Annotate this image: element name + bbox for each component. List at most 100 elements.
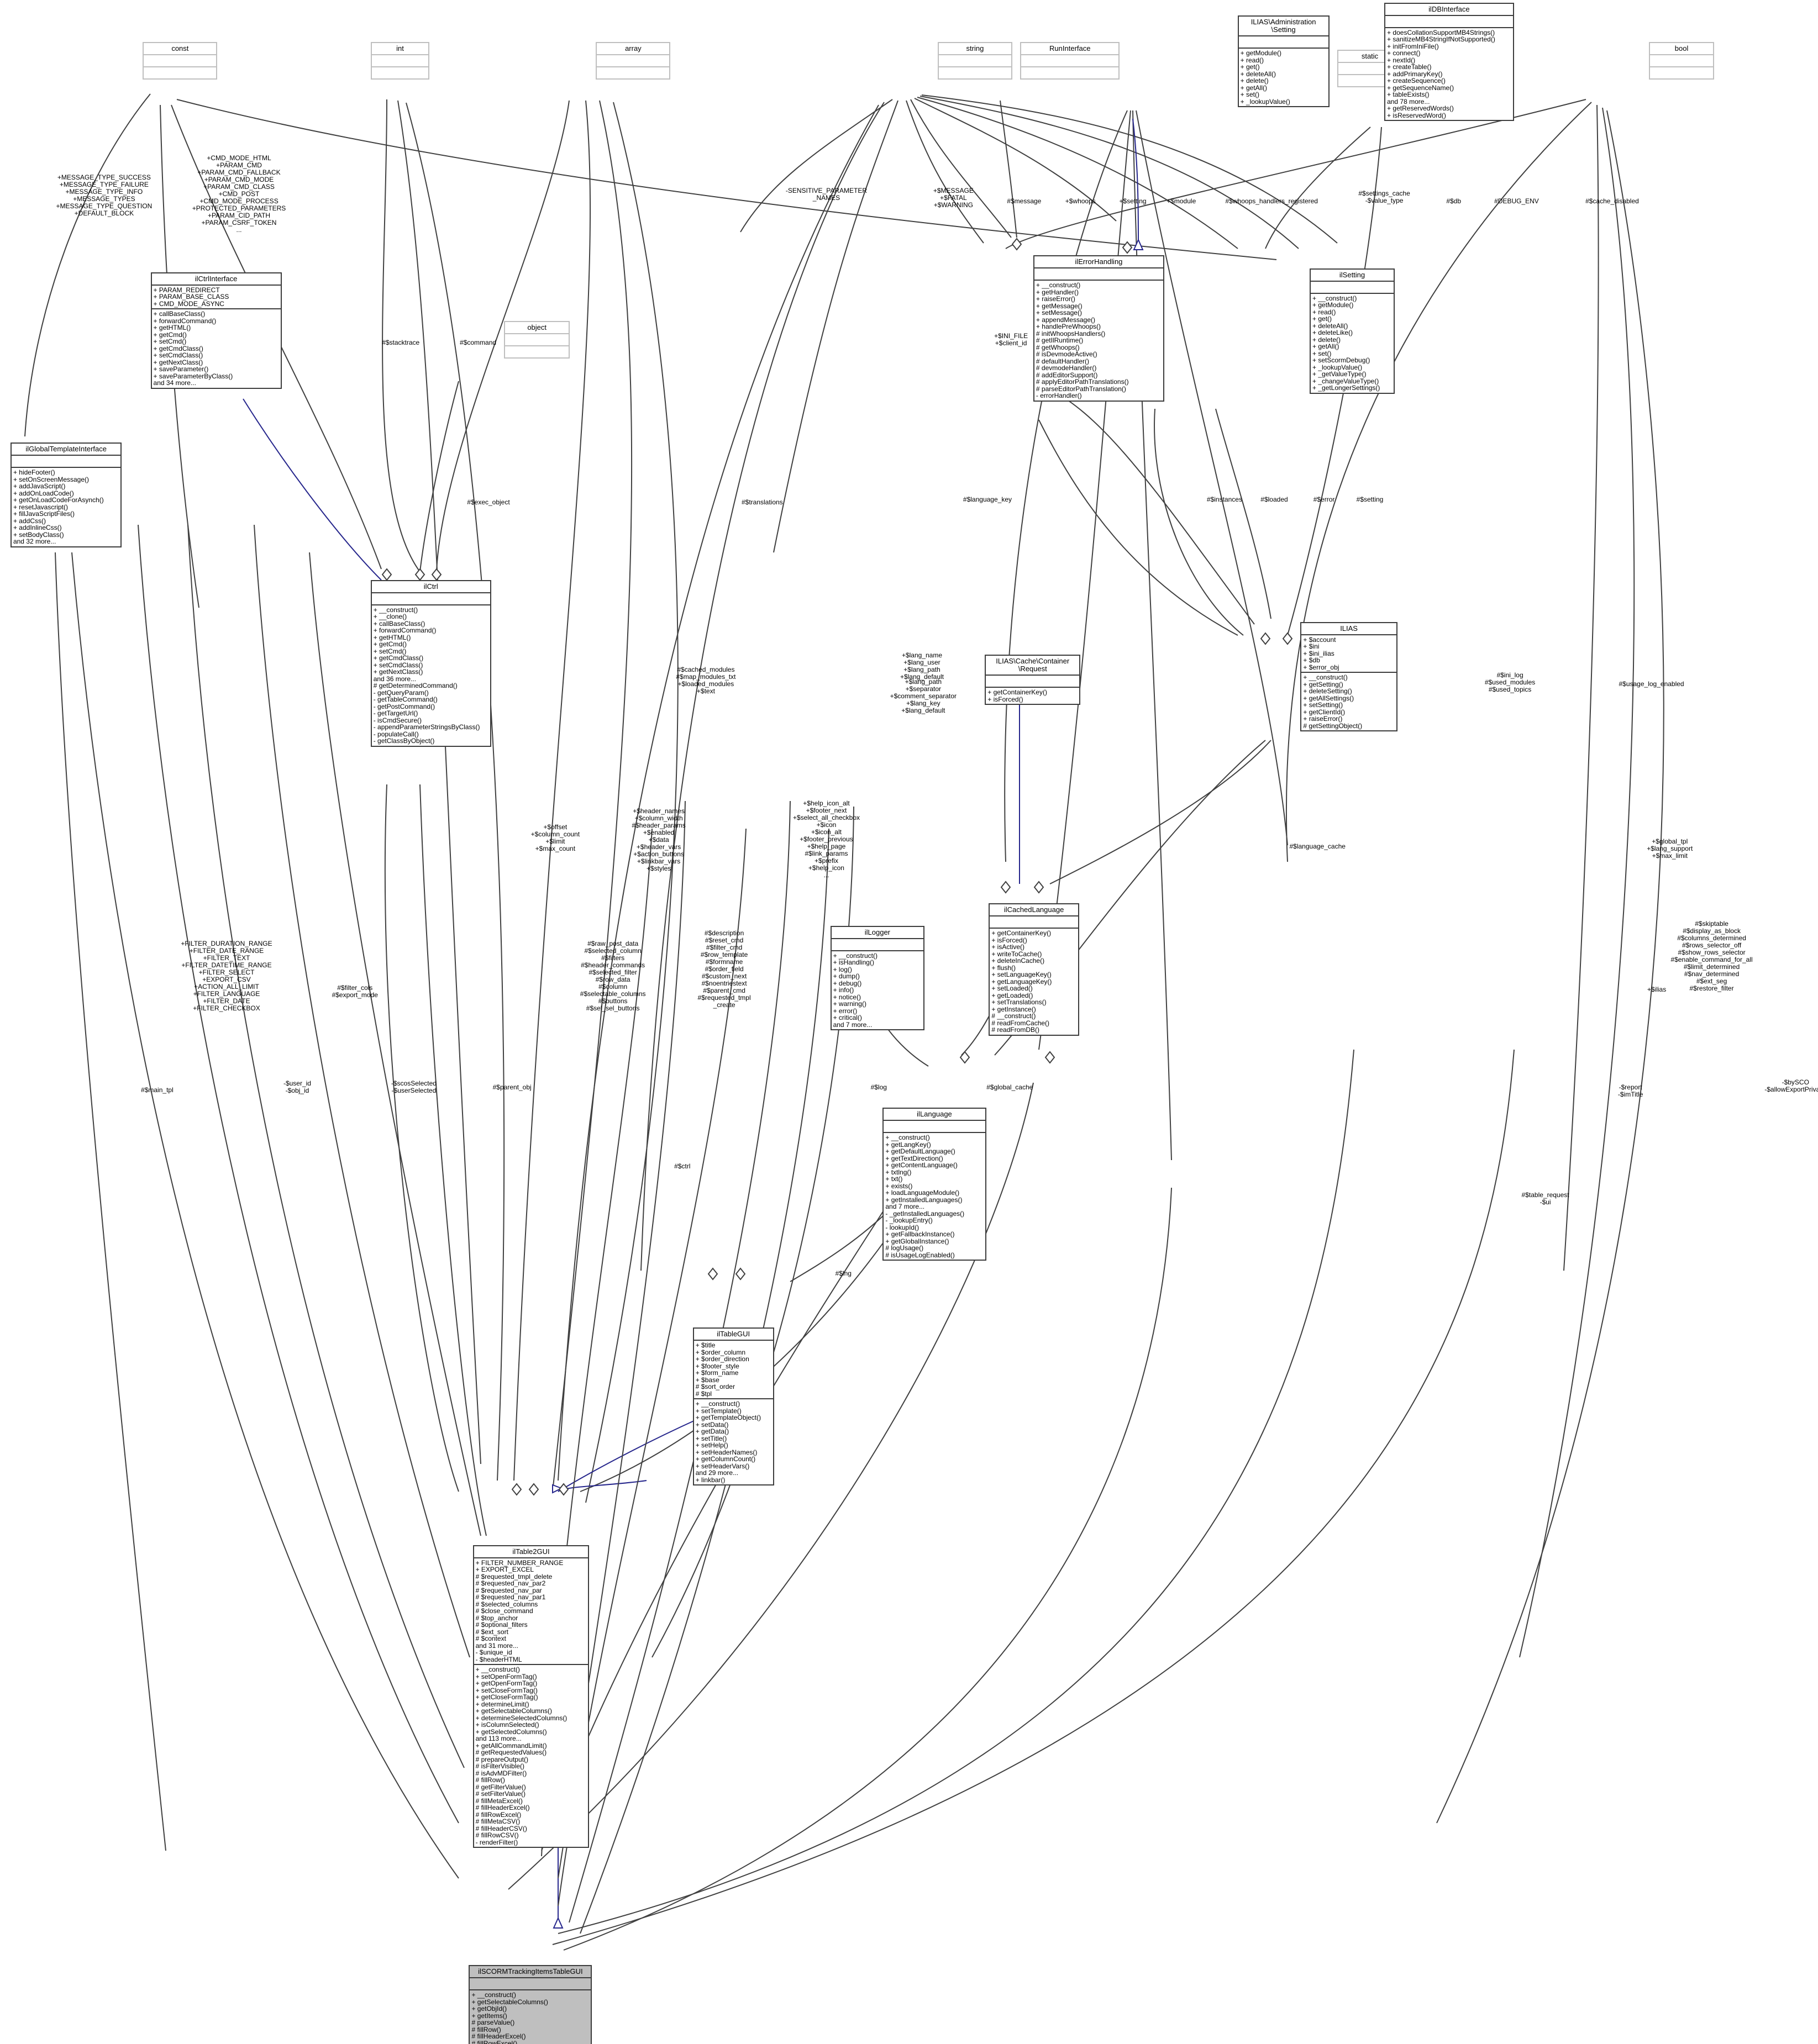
class-operation: - getPostCommand() (373, 702, 435, 710)
class-attribute: + $base (695, 1376, 719, 1384)
class-node-attributes (1385, 16, 1513, 27)
edge-label-tablerequest: #$table_request -$ui (1521, 1190, 1569, 1206)
class-operation: + getHandler() (1036, 288, 1079, 296)
class-node-illanguage[interactable]: ilLanguage+ __construct()+ getLangKey()+… (882, 1108, 986, 1261)
class-node-title: array (625, 44, 642, 52)
class-node-array[interactable]: array (596, 41, 671, 80)
class-operation: + isReservedWord() (1387, 111, 1446, 119)
class-node-iltablegui[interactable]: ilTableGUI+ $title+ $order_column+ $orde… (692, 1327, 774, 1486)
class-operation: + __clone() (373, 613, 407, 621)
class-operation: - renderFilter() (475, 1838, 518, 1846)
class-operation: # getFilterValue() (475, 1783, 526, 1791)
class-operation: # setFilterValue() (475, 1790, 526, 1798)
class-operation: - _lookupEntry() (885, 1216, 933, 1225)
edge-label-log_label: #$log (870, 1083, 887, 1092)
class-node-divider (1034, 267, 1163, 269)
class-operation: + isForced() (991, 936, 1027, 944)
class-node-string[interactable]: string (937, 41, 1012, 80)
class-node-divider (474, 1664, 589, 1666)
class-operation: + getFallbackInstance() (885, 1230, 955, 1239)
class-node-title: RunInterface (1049, 44, 1091, 52)
class-node-divider (11, 467, 121, 468)
class-operation: - isCmdSecure() (373, 716, 422, 724)
class-node-operations: + callBaseClass()+ forwardCommand()+ get… (152, 309, 281, 388)
class-node-operations: + __construct()+ __clone()+ callBaseClas… (372, 605, 490, 746)
class-node-const[interactable]: const (143, 41, 218, 80)
class-node-ilcachecontainerrequest[interactable]: ILIAS\Cache\Container \Request+ getConta… (985, 655, 1081, 705)
class-attribute: + $ini (1303, 642, 1320, 651)
class-operation: + resetJavascript() (13, 503, 68, 511)
class-operation: + get() (1240, 63, 1260, 71)
class-operation: + raiseError() (1036, 295, 1075, 303)
class-node-ilscormtrackingitemstablegui[interactable]: ilSCORMTrackingItemsTableGUI+ __construc… (469, 1965, 592, 2044)
edge-label-module: +$module (1167, 197, 1196, 205)
edge-label-msgfatal: +$MESSAGE +$FATAL +$WARNING (933, 186, 974, 209)
class-operation: + writeToCache() (991, 950, 1042, 958)
class-attribute: - $headerHTML (475, 1655, 522, 1663)
edge-label-maintpl: #$main_tpl (141, 1086, 174, 1094)
edge-label-useridobjid: -$user_id -$obj_id (283, 1079, 311, 1095)
class-operation: # initWhoopsHandlers() (1036, 329, 1106, 338)
class-operation: # defaultHandler() (1036, 357, 1089, 365)
class-attribute: # $sort_order (695, 1383, 735, 1391)
class-node-ilctrlinterface[interactable]: ilCtrlInterface+ PARAM_REDIRECT+ PARAM_B… (150, 272, 282, 389)
class-operation: + setOpenFormTag() (475, 1672, 537, 1680)
class-node-ilsetting[interactable]: ilSetting+ __construct()+ getModule()+ r… (1310, 268, 1395, 394)
class-node-adminsetting[interactable]: ILIAS\Administration \Setting+ getModule… (1237, 15, 1330, 108)
class-node-object[interactable]: object (504, 320, 570, 359)
class-operation: + getData() (695, 1427, 729, 1436)
class-operation: + createTable() (1387, 63, 1432, 71)
class-node-bool[interactable]: bool (1648, 41, 1715, 80)
class-operation: + initFromIniFile() (1387, 42, 1439, 50)
class-operation: + appendMessage() (1036, 315, 1095, 324)
class-operation: + exists() (885, 1182, 913, 1190)
class-node-ilctrl[interactable]: ilCtrl+ __construct()+ __clone()+ callBa… (370, 580, 491, 747)
class-operation: + delete() (1240, 77, 1269, 85)
class-operation: # fillRowExcel() (471, 2039, 518, 2044)
class-node-int[interactable]: int (370, 41, 430, 80)
class-operation: - _getInstalledLanguages() (885, 1209, 965, 1218)
class-operation: - appendParameterStringsByClass() (373, 723, 480, 731)
class-attribute: + $title (695, 1341, 716, 1350)
class-node-ilerrorhandling[interactable]: ilErrorHandling+ __construct()+ getHandl… (1033, 255, 1164, 402)
class-node-title: ILIAS\Administration \Setting (1250, 18, 1316, 34)
class-node-divider (1301, 634, 1396, 635)
class-node-divider (1649, 66, 1714, 67)
class-node-ilglobaltemplateinterface[interactable]: ilGlobalTemplateInterface+ hideFooter()+… (10, 442, 122, 547)
class-operation: + getDefaultLanguage() (885, 1147, 955, 1156)
class-node-illogger[interactable]: ilLogger+ __construct()+ isHandling()+ l… (830, 925, 925, 1031)
class-node-divider (151, 308, 281, 310)
class-node-runinterface[interactable]: RunInterface (1020, 41, 1120, 80)
class-operation: # getSettingObject() (1303, 721, 1363, 730)
class-node-attributes (372, 55, 429, 66)
class-node-divider (831, 950, 924, 951)
class-operation: + setTemplate() (695, 1406, 742, 1415)
class-node-divider (1385, 27, 1513, 28)
class-operation: + getLanguageKey() (991, 977, 1052, 986)
class-operation: + forwardCommand() (153, 317, 217, 325)
class-operation: + __construct() (1036, 281, 1081, 289)
class-node-ildbinterface[interactable]: ilDBInterface+ doesCollationSupportMB4St… (1384, 2, 1514, 122)
class-operation: + getClientId() (1303, 708, 1346, 716)
class-node-divider (470, 1977, 591, 1979)
class-node-divider (1034, 280, 1163, 281)
class-attribute: + FILTER_NUMBER_RANGE (475, 1558, 564, 1567)
class-node-ilcachedlanguage[interactable]: ilCachedLanguage+ getContainerKey()+ isF… (989, 903, 1079, 1036)
class-node-ilias[interactable]: ILIAS+ $account+ $ini+ $ini_ilias+ $db+ … (1300, 621, 1397, 732)
class-operation: # devmodeHandler() (1036, 364, 1097, 372)
class-operation: + notice() (833, 993, 861, 1001)
class-node-iltable2gui[interactable]: ilTable2GUI+ FILTER_NUMBER_RANGE+ EXPORT… (472, 1545, 590, 1848)
class-operation: + __construct() (475, 1666, 520, 1674)
class-operation: + _lookupValue() (1240, 97, 1290, 106)
class-node-divider (371, 592, 490, 593)
class-operation: + getLangKey() (885, 1140, 931, 1149)
class-node-divider (1338, 62, 1402, 64)
class-node-divider (986, 675, 1080, 676)
class-attribute: + $error_obj (1303, 663, 1339, 671)
class-operation: + getInstance() (991, 1005, 1036, 1013)
edge-label-stacktrace: #$stacktrace (382, 338, 420, 346)
class-node-title: ilSetting (1339, 270, 1365, 279)
class-operation: + getSelectableColumns() (471, 1998, 548, 2006)
class-operation: + getAllCommandLimit() (475, 1741, 547, 1750)
class-node-divider (597, 54, 670, 55)
